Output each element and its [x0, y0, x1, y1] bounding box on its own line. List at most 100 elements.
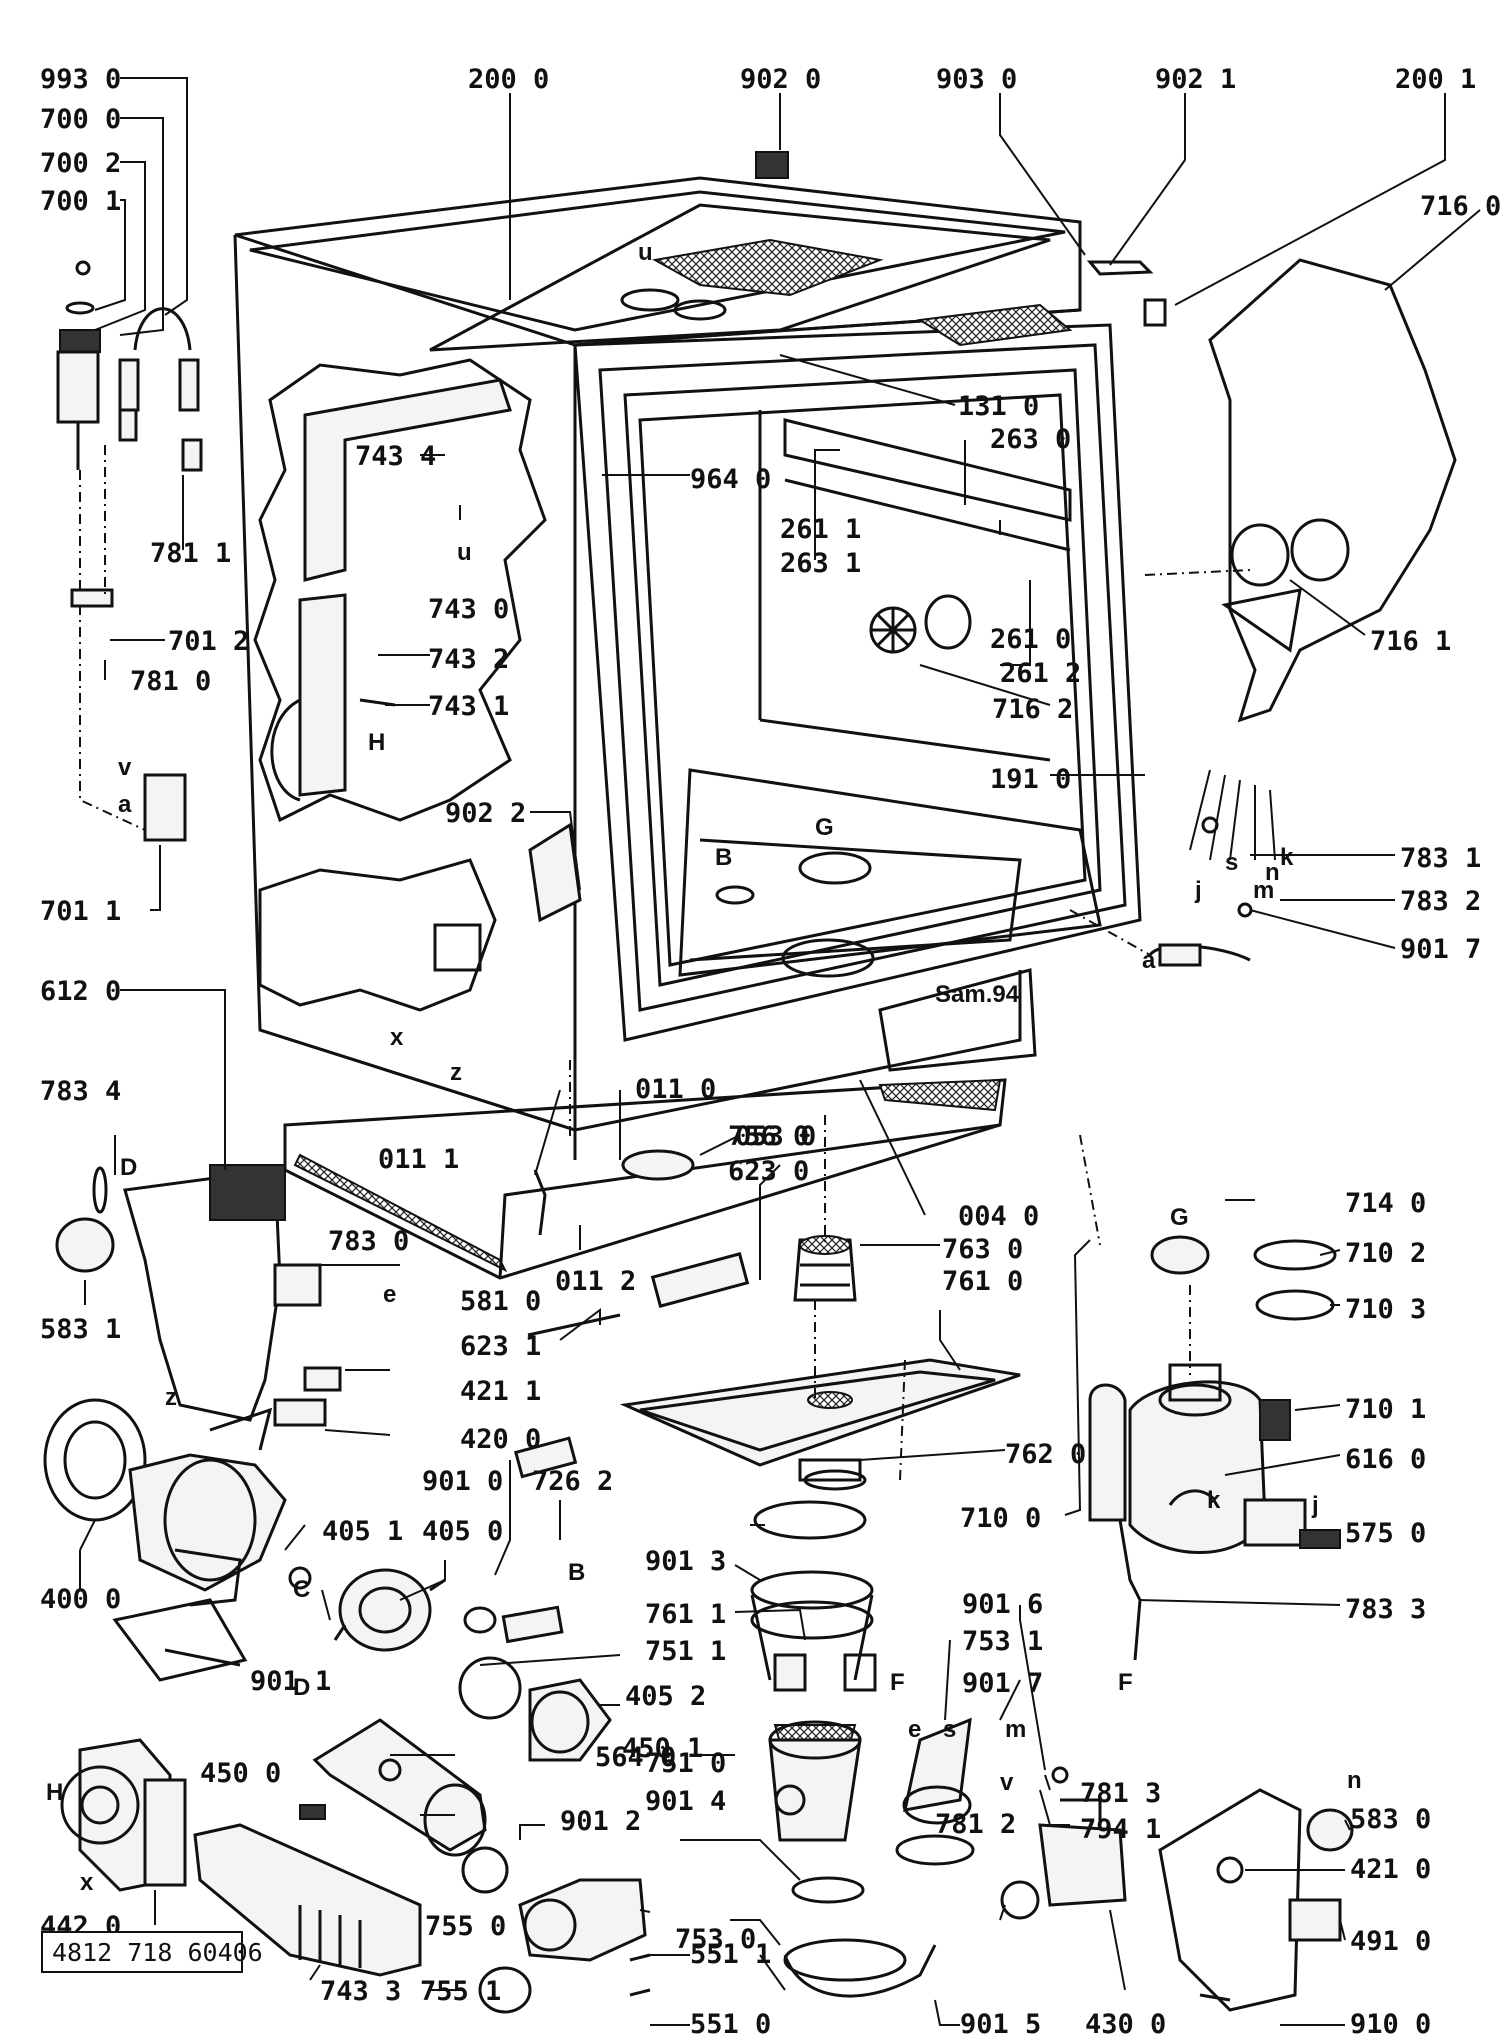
part-label: 710 0	[960, 1503, 1041, 1534]
screw-011-1	[533, 1169, 547, 1236]
reference-letter: a	[118, 791, 132, 818]
part-label: 756 0	[728, 1121, 809, 1152]
reference-letter: F	[1118, 1669, 1133, 1696]
reference-letter: a	[1142, 947, 1156, 974]
rod-623-1	[527, 1313, 621, 1337]
part-label: 751 0	[645, 1748, 726, 1779]
part-label: 700 0	[40, 104, 121, 135]
part-label: 743 3	[320, 1976, 401, 2007]
reference-letter: m	[1253, 877, 1274, 904]
heater-tube	[299, 1718, 487, 1857]
part-label: 901 4	[645, 1786, 726, 1817]
reference-letter: j	[1311, 1492, 1319, 1519]
part-label: 903 0	[936, 64, 1017, 95]
reference-letter: x	[80, 1869, 94, 1896]
part-200-1	[1143, 298, 1167, 327]
part-label: 575 0	[1345, 1518, 1426, 1549]
part-label: 794 1	[1080, 1814, 1161, 1845]
part-label: 004 0	[958, 1201, 1039, 1232]
part-label: 901 7	[962, 1668, 1043, 1699]
part-label: 011 0	[635, 1074, 716, 1105]
reference-letter: k	[1280, 844, 1294, 871]
part-label: 616 0	[1345, 1444, 1426, 1475]
part-label: 901 1	[250, 1666, 331, 1697]
part-label: 400 0	[40, 1584, 121, 1615]
part-label: 716 0	[1420, 191, 1500, 222]
part-label: 450 0	[200, 1758, 281, 1789]
document-number-box	[41, 1931, 243, 1973]
part-label: 623 1	[460, 1331, 541, 1362]
part-label: 700 2	[40, 148, 121, 179]
part-label: 753 1	[962, 1626, 1043, 1657]
part-label: 901 2	[560, 1806, 641, 1837]
part-label: 714 0	[1345, 1188, 1426, 1219]
part-label: 762 0	[1005, 1439, 1086, 1470]
reference-letter: s	[943, 1716, 956, 1743]
part-label: 716 2	[992, 694, 1073, 725]
part-label: 700 1	[40, 186, 121, 217]
part-label: 781 3	[1080, 1778, 1161, 1809]
reference-letter: m	[1005, 1716, 1026, 1743]
part-label: 421 0	[1350, 1854, 1431, 1885]
leader-lines	[79, 77, 1481, 2026]
part-label: 263 0	[990, 424, 1071, 455]
part-label: 701 1	[40, 896, 121, 927]
part-label: 901 6	[962, 1589, 1043, 1620]
reference-letter: e	[908, 1716, 921, 1743]
part-label: 583 0	[1350, 1804, 1431, 1835]
reference-letter: e	[383, 1281, 396, 1308]
reference-letter: H	[368, 729, 385, 756]
reference-letter: G	[1170, 1204, 1189, 1231]
sump-assembly	[750, 1500, 937, 1998]
assembly-lines	[569, 569, 1251, 1481]
part-label: 261 1	[780, 514, 861, 545]
control-bracket	[1158, 1788, 1354, 2012]
part-label: 781 2	[935, 1809, 1016, 1840]
part-label: 751 1	[645, 1636, 726, 1667]
part-label: 993 0	[40, 64, 121, 95]
document-number: 4812 718 60406	[52, 1938, 263, 1967]
part-label: 710 1	[1345, 1394, 1426, 1425]
reference-letter: D	[120, 1154, 137, 1181]
part-label: 581 0	[460, 1286, 541, 1317]
hose-connectors	[461, 1846, 651, 2014]
part-label: 491 0	[1350, 1926, 1431, 1957]
part-label: 902 1	[1155, 64, 1236, 95]
part-label: 783 2	[1400, 886, 1481, 917]
part-label: 261 0	[990, 624, 1071, 655]
reference-letter: u	[457, 539, 472, 566]
part-902-1	[1086, 260, 1154, 276]
part-label: 551 1	[690, 1939, 771, 1970]
reference-letter: H	[46, 1779, 63, 1806]
part-902-2	[528, 822, 582, 923]
part-label: 263 1	[780, 548, 861, 579]
part-label: 405 0	[422, 1516, 503, 1547]
reference-letter: B	[715, 844, 732, 871]
part-label: 753 0	[675, 1924, 756, 1955]
part-label: 910 0	[1350, 2009, 1431, 2040]
part-label: 761 0	[942, 1266, 1023, 1297]
base-plate	[283, 1078, 1007, 1280]
part-label: 761 1	[645, 1599, 726, 1630]
part-label: 430 0	[1085, 2009, 1166, 2040]
filter-and-tray	[619, 1235, 1021, 1491]
part-label: 053 0	[735, 1121, 816, 1152]
reference-letter: s	[1225, 849, 1238, 876]
reference-letter: C	[293, 1576, 310, 1603]
part-label: 131 0	[958, 391, 1039, 422]
part-label: 612 0	[40, 976, 121, 1007]
part-label: 011 2	[555, 1266, 636, 1297]
part-label: 743 1	[428, 691, 509, 722]
part-label: 743 0	[428, 594, 509, 625]
cabinet-body: Sam.94	[233, 176, 1142, 1160]
stamp-text: Sam.94	[935, 981, 1020, 1008]
reference-letter: v	[1000, 1769, 1014, 1796]
side-panel	[1208, 258, 1457, 723]
part-label: 755 0	[425, 1911, 506, 1942]
part-label: 420 0	[460, 1424, 541, 1455]
part-label: 583 1	[40, 1314, 121, 1345]
part-label: 405 2	[625, 1681, 706, 1712]
blower-fan	[60, 1738, 187, 1892]
